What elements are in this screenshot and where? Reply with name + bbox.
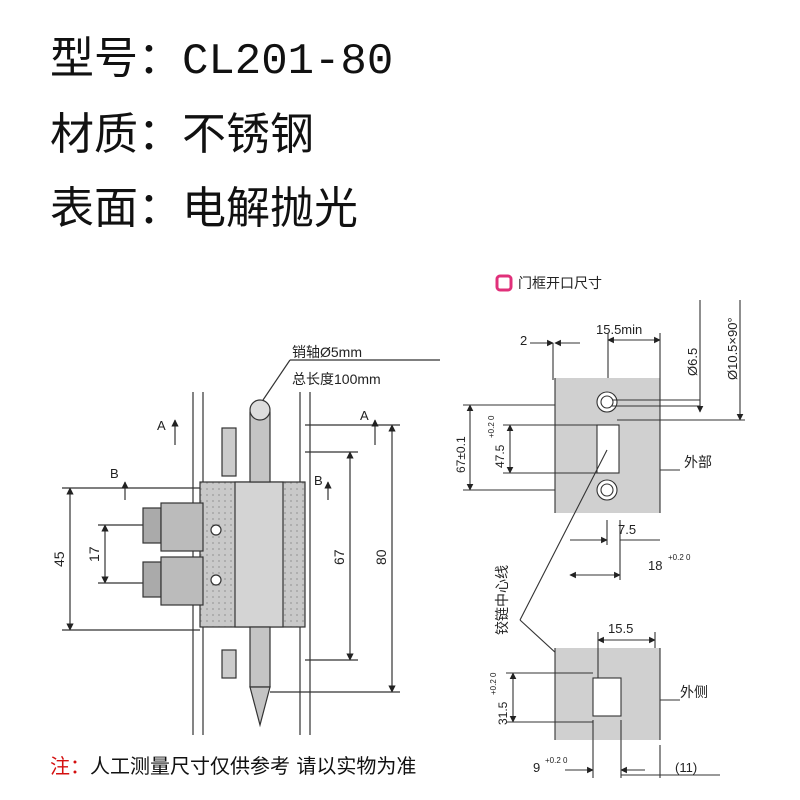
label-outside: 外部 [684,454,712,470]
surface-value: 电解抛光 [182,183,358,234]
dim-67-label: 67 [331,549,347,565]
legend-marker [495,274,513,292]
boss-top [142,507,162,544]
hole-bottom-inner [600,483,614,497]
dim-9-label: 9 [533,760,540,775]
model-line: 型号：CL201-80 [50,22,393,87]
tol-9-label: +0.2 0 [545,756,568,765]
dim-15-5-label: 15.5 [608,621,633,636]
callout-leader [262,359,291,401]
tol-47-5-label: +0.2 0 [487,415,496,438]
dim-phi-6-5-label: Ø6.5 [685,348,700,376]
note-label: 注： [50,754,90,778]
hinge-centerline-label: 铰链中心线 [494,565,510,635]
hole-top [596,391,618,413]
dim-15-5-min-label: 15.5min [596,322,642,337]
legend-title: 门框开口尺寸 [518,275,602,291]
cutout-lower-view [506,632,720,778]
left-hinge-drawing [62,359,440,735]
note-text: 人工测量尺寸仅供参考 请以实物为准 [90,754,417,778]
pin-shaft [249,411,271,483]
disclaimer-note: 注：人工测量尺寸仅供参考 请以实物为准 [50,750,416,779]
pin-tip [249,686,271,728]
dim-17-label: 17 [86,546,102,562]
dim-47-5-label: 47.5 [493,444,507,468]
label-b-right: B [314,473,323,488]
dim-18-label: 18 [648,558,662,573]
dim-31-5-label: 31.5 [496,701,510,725]
hole-top-inner [600,395,614,409]
pin-head [249,399,271,421]
dim-phi-10-5-label: Ø10.5×90° [725,317,740,380]
length-callout: 总长度100mm [292,371,381,387]
flange-top [160,502,204,552]
dim-7-5-label: 7.5 [618,522,636,537]
hole-bottom [596,479,618,501]
screw-hole [210,574,222,586]
slot-upper [596,424,620,474]
dim-45-label: 45 [51,551,67,567]
clip-bottom [221,649,237,679]
dim-67-tol-label: 67±0.1 [454,436,468,473]
slot-lower [592,677,622,717]
pin-callout: 销轴Ø5mm [292,344,362,360]
surface-label: 表面： [50,183,182,234]
tol-31-5-label: +0.2 0 [489,672,498,695]
material-label: 材质： [50,109,182,160]
tol-18-label: +0.2 0 [668,553,691,562]
surface-line: 表面：电解抛光 [50,172,358,236]
label-b-left: B [110,466,119,481]
label-a-right: A [360,408,369,423]
dim-11-label: (11) [675,760,697,775]
model-label: 型号： [50,33,182,84]
screw-hole [210,524,222,536]
flange-bottom [160,556,204,606]
boss-bottom [142,561,162,598]
dim-2-label: 2 [520,333,527,348]
label-a-left: A [157,418,166,433]
cutout-upper-view [463,300,745,701]
model-value: CL201-80 [182,37,394,87]
dim-80-label: 80 [373,549,389,565]
pin-shaft-lower [249,626,271,688]
label-outer-side: 外侧 [680,684,708,700]
material-value: 不锈钢 [182,109,314,160]
clip-top [221,427,237,477]
material-line: 材质：不锈钢 [50,98,314,162]
hinge-leaf [234,481,284,628]
